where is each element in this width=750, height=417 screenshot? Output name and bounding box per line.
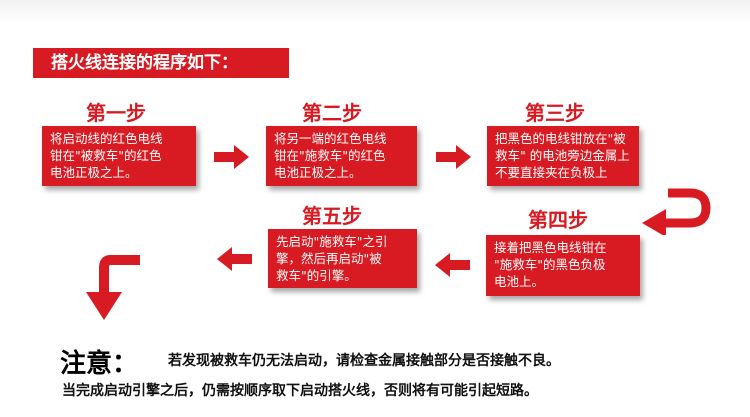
arrow-right-icon <box>214 145 249 169</box>
title-banner: 搭火线连接的程序如下： <box>33 48 289 78</box>
u-turn-arrow-icon <box>642 188 711 235</box>
note-label: 注意： <box>60 349 139 379</box>
top-band <box>0 0 750 24</box>
arrow-left-icon <box>435 253 470 277</box>
step-3-title: 第三步 <box>525 101 585 125</box>
step-5-title: 第五步 <box>302 204 362 228</box>
step-1-box: 将启动线的红色电线 钳在"被救车"的红色 电池正极之上。 <box>42 126 196 186</box>
note-line-1: 若发现被救车仍无法启动，请检查金属接触部分是否接触不良。 <box>168 353 560 369</box>
step-4-box: 接着把黑色电线钳在 "施救车"的黑色负极 电池上。 <box>486 235 640 296</box>
step-4-title: 第四步 <box>528 208 588 232</box>
arrow-left-icon <box>217 247 252 271</box>
step-2-box: 将另一端的红色电线 钳在"施救车"的红色 电池正极之上。 <box>266 126 417 186</box>
note-line-2: 当完成启动引擎之后，仍需按顺序取下启动搭火线，否则将有可能引起短路。 <box>62 383 538 399</box>
step-1-title: 第一步 <box>86 101 146 125</box>
step-2-title: 第二步 <box>302 101 362 125</box>
bent-down-arrow-icon <box>86 255 140 320</box>
arrow-right-icon <box>436 145 471 169</box>
step-3-box: 把黑色的电线钳放在"被 救车" 的电池旁边金属上 不要直接夹在负极上 <box>487 126 639 186</box>
step-5-box: 先启动"施救车"之引 擎，然后再启动"被 救车"的引擎。 <box>268 229 417 288</box>
